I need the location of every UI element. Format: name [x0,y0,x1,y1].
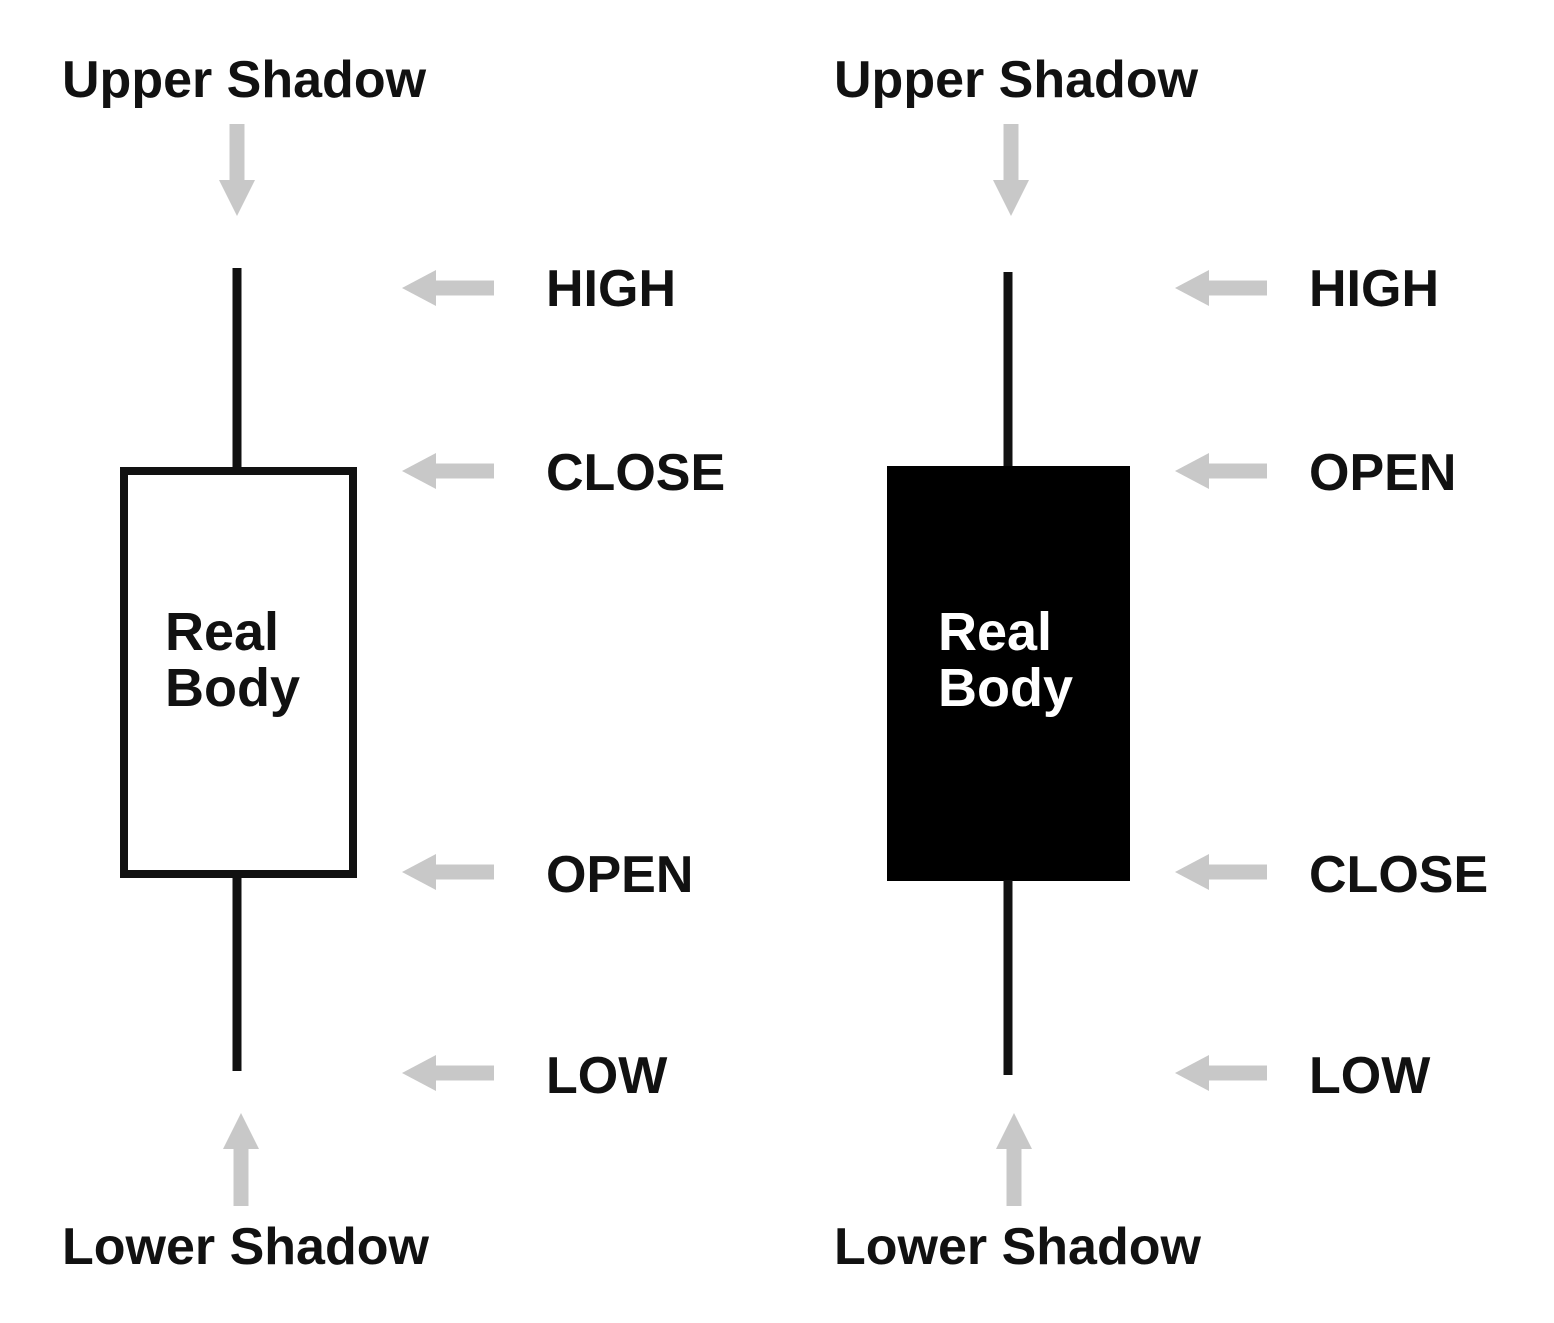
left-arrow-icon [402,453,494,489]
level-label-high: HIGH [1309,260,1439,318]
left-arrow-icon [402,270,494,306]
left-arrow-icon [402,1055,494,1091]
real-body-label-line2: Body [165,658,300,718]
bearish-candle: Upper Shadow Real Body Lower Shadow HIGH… [834,51,1488,1276]
level-label-low: LOW [1309,1047,1431,1105]
down-arrow-icon [219,124,255,216]
upper-shadow-label: Upper Shadow [62,51,427,109]
left-arrow-icon [1175,453,1267,489]
upper-shadow-label: Upper Shadow [834,51,1199,109]
level-label-close: CLOSE [1309,846,1488,904]
up-arrow-icon [996,1113,1032,1206]
level-label-low: LOW [546,1047,668,1105]
real-body [120,467,357,878]
level-label-close: CLOSE [546,444,725,502]
left-arrow-icon [402,854,494,890]
lower-shadow-label: Lower Shadow [62,1218,429,1276]
left-arrow-icon [1175,270,1267,306]
level-label-open: OPEN [546,846,693,904]
up-arrow-icon [223,1113,259,1206]
left-arrow-icon [1175,1055,1267,1091]
real-body-label-line1: Real [165,602,279,662]
real-body [887,466,1130,881]
lower-shadow-label: Lower Shadow [834,1218,1201,1276]
level-label-open: OPEN [1309,444,1456,502]
down-arrow-icon [993,124,1029,216]
level-label-high: HIGH [546,260,676,318]
real-body-label-line1: Real [938,602,1052,662]
left-arrow-icon [1175,854,1267,890]
real-body-label-line2: Body [938,658,1073,718]
bullish-candle: Upper Shadow Real Body Lower Shadow HIGH… [62,51,725,1276]
